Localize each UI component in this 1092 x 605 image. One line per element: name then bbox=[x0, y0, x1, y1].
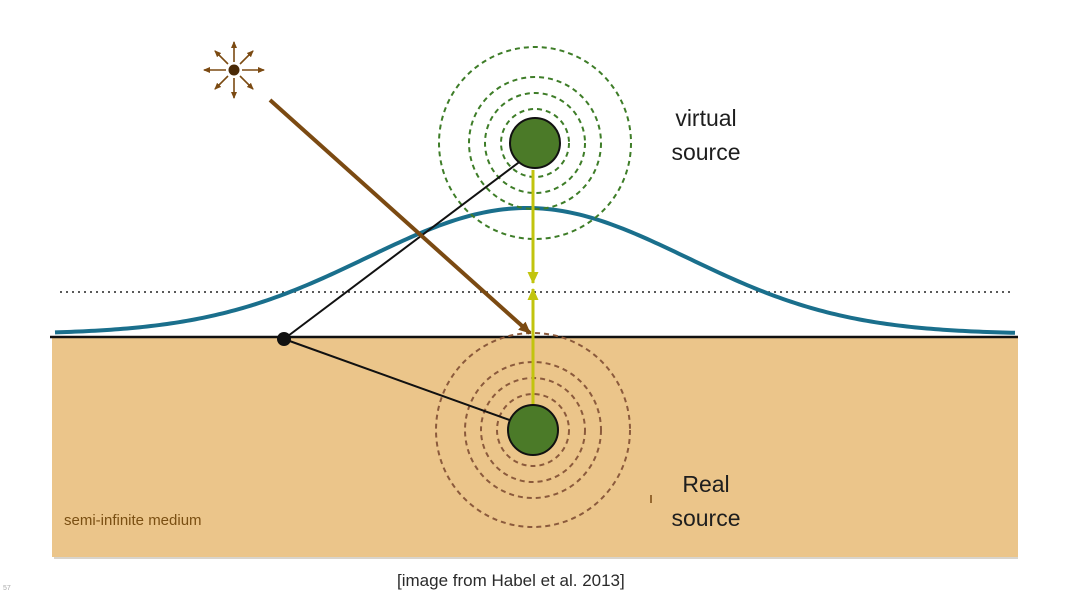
sun-burst-icon bbox=[203, 41, 265, 99]
real-source bbox=[507, 404, 559, 456]
virtual-source-rings bbox=[438, 46, 632, 240]
line-to-real-source bbox=[283, 338, 516, 423]
virtual-source bbox=[509, 117, 561, 169]
real-source-label-line1: Real bbox=[682, 471, 730, 497]
real-source-label: Real source bbox=[662, 467, 750, 535]
incident-light-ray bbox=[268, 98, 532, 335]
image-caption: [image from Habel et al. 2013] bbox=[397, 571, 625, 590]
page-number: 57 bbox=[3, 585, 11, 592]
virtual-source-label-line2: source bbox=[671, 139, 741, 165]
medium-label: semi-infinite medium bbox=[64, 512, 202, 529]
surface-point bbox=[277, 332, 291, 346]
virtual-source-label: virtual source bbox=[662, 101, 750, 169]
gaussian-profile-curve bbox=[54, 205, 1016, 335]
line-to-virtual-source bbox=[283, 159, 523, 340]
real-source-label-line2: source bbox=[671, 505, 741, 531]
virtual-source-label-line1: virtual bbox=[675, 105, 737, 131]
